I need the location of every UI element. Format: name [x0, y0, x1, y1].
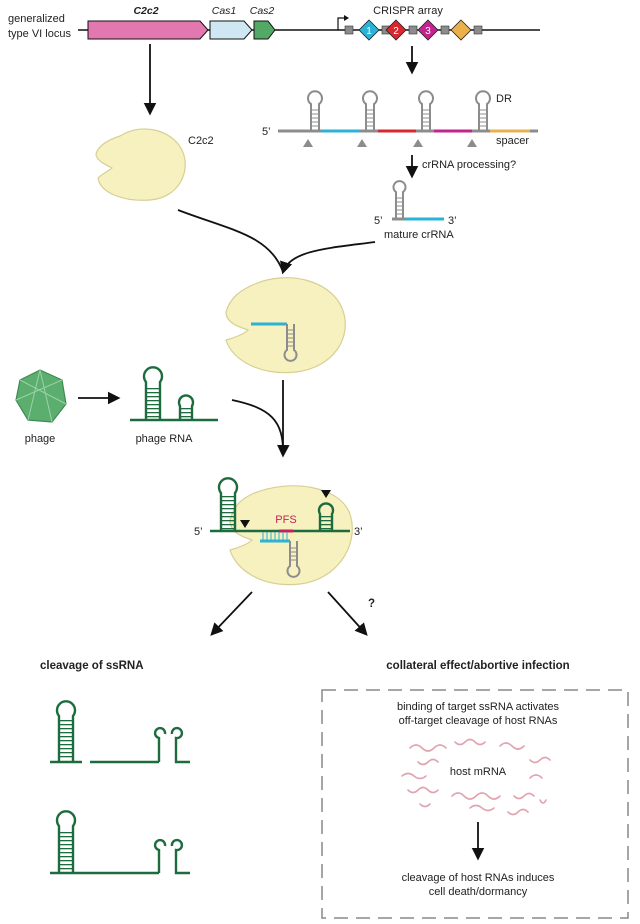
- complex-crrna-hairpin: [283, 324, 298, 362]
- phage-rna: [130, 366, 218, 422]
- cleaved-ssrna-2: [50, 810, 190, 875]
- repeat-square: [408, 25, 418, 35]
- cas1-gene-label: Cas1: [212, 5, 237, 17]
- target-small-hairpin: [317, 502, 335, 531]
- collateral-box: [321, 689, 629, 919]
- cas1-gene: [209, 20, 253, 40]
- pfs-label: PFS: [275, 514, 296, 526]
- mature-crrna-5prime: 5’: [374, 215, 383, 227]
- box-line1: binding of target ssRNA activates: [397, 701, 560, 713]
- arrow-crrna-converge: [280, 241, 376, 275]
- mature-crrna-label: mature crRNA: [384, 229, 454, 241]
- repeat-square: [473, 25, 483, 35]
- cleavage-site-icon: [413, 139, 423, 147]
- phage-rna-label: phage RNA: [136, 433, 194, 445]
- host-mrna-squiggles: [401, 738, 551, 816]
- mature-crrna: 5’ 3’ mature crRNA: [374, 180, 457, 241]
- spacer-label: spacer: [496, 135, 529, 147]
- target-5prime: 5’: [194, 526, 203, 538]
- base-pairing: [262, 532, 288, 540]
- c2c2-protein: [95, 128, 186, 201]
- cas2-gene: [253, 20, 276, 40]
- cleavage-site-icon: [321, 490, 331, 498]
- right-outcome-title: collateral effect/abortive infection: [386, 660, 569, 672]
- locus-section: generalized type VI locus C2c2 Cas1 Cas2…: [8, 5, 540, 41]
- arrow-protein-converge: [177, 209, 284, 273]
- spacer-diamond-3: [417, 19, 439, 41]
- left-outcome-title: cleavage of ssRNA: [40, 660, 144, 672]
- pre-crrna-5prime: 5’: [262, 126, 271, 138]
- spacer-diamond-2: [385, 19, 407, 41]
- cleavage-site-icon: [303, 139, 313, 147]
- crispr-array-label: CRISPR array: [373, 5, 443, 17]
- box-line2: off-target cleavage of host RNAs: [399, 715, 558, 727]
- target-large-hairpin: [217, 477, 239, 531]
- repeat-square: [440, 25, 450, 35]
- dr-label: DR: [496, 93, 512, 105]
- c2c2-gene-label: C2c2: [133, 5, 158, 17]
- spacer-number-2: 2: [393, 26, 399, 37]
- dr-hairpin: [307, 90, 323, 131]
- pre-crrna: 5’ DR spa: [262, 90, 538, 147]
- crrna-processing-label: crRNA processing?: [422, 159, 516, 171]
- c2c2-protein-label: C2c2: [188, 135, 214, 147]
- cleavage-site-icon: [467, 139, 477, 147]
- cleavage-site-icon: [240, 520, 250, 528]
- question-mark: ?: [368, 598, 375, 610]
- arrow-to-collateral: [327, 591, 368, 636]
- dr-hairpin: [418, 90, 434, 131]
- cas2-gene-label: Cas2: [250, 5, 275, 17]
- cleavage-site-icon: [357, 139, 367, 147]
- phage-label: phage: [25, 433, 56, 445]
- dr-hairpin: [362, 90, 378, 131]
- repeat-square: [344, 25, 354, 35]
- spacer-diamond-4: [450, 19, 472, 41]
- locus-label-line1: generalized: [8, 13, 65, 25]
- c2c2-gene: [87, 20, 209, 40]
- target-crrna-hairpin: [286, 541, 301, 578]
- locus-label-line2: type VI locus: [8, 28, 71, 40]
- spacer-number-1: 1: [366, 26, 372, 37]
- result-line2: cell death/dormancy: [429, 886, 528, 898]
- phage-icon: [15, 369, 67, 423]
- dr-hairpin: [475, 90, 491, 131]
- promoter-icon: [337, 17, 346, 30]
- spacer-diamond-1: [358, 19, 380, 41]
- result-line1: cleavage of host RNAs induces: [402, 872, 555, 884]
- arrow-to-ssrna-cleavage: [210, 591, 253, 636]
- cleaved-ssrna-1: [50, 700, 190, 764]
- host-mrna-label: host mRNA: [450, 766, 507, 778]
- target-3prime: 3’: [354, 526, 363, 538]
- spacer-number-3: 3: [425, 26, 431, 37]
- arrow-phage-rna-converge: [231, 399, 290, 458]
- mature-crrna-3prime: 3’: [448, 215, 457, 227]
- c2c2-target-complex: [229, 485, 353, 586]
